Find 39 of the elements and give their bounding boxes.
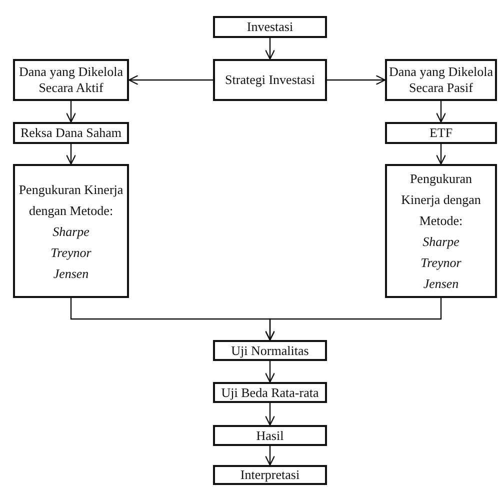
process-box [385,122,497,144]
box-text: Uji Normalitas [231,342,309,358]
process-box [213,465,327,485]
process-box [213,382,327,403]
box-text: Dana yang Dikelola Secara Aktif [18,64,124,96]
box-text: Reksa Dana Saham [20,125,122,141]
box-text: Investasi [246,19,294,35]
arrow [327,74,386,86]
arrow [264,403,276,426]
process-box [213,340,327,361]
process-box [13,164,129,298]
box-text: Interpretasi [240,467,300,483]
box-text: Treynor [420,254,462,272]
box-text: Strategi Investasi [225,72,315,88]
process-box [213,59,327,101]
arrow [436,144,446,165]
box-text: Hasil [256,428,284,444]
box-text: Pengukuran Kinerja dengan Metode: [18,180,124,220]
box-text: Sharpe [422,233,460,251]
arrow [264,446,276,466]
arrow [66,144,76,165]
box-text: Pengukuran Kinerja dengan Metode: [400,170,482,230]
box-text: Treynor [50,244,92,262]
arrow [264,298,442,341]
box-text: ETF [429,125,453,141]
box-text: Dana yang Dikelola Secara Pasif [389,64,493,96]
arrow [128,74,213,86]
process-box [13,122,129,144]
box-text: Uji Beda Rata-rata [221,384,319,400]
box-text: Jensen [53,264,89,282]
arrow [264,38,276,60]
process-box [385,164,497,298]
arrow [264,361,276,383]
box-text: Sharpe [52,222,90,241]
arrow [436,101,446,123]
arrow [66,101,76,123]
process-box [213,425,327,446]
process-box [213,16,327,38]
box-text: Jensen [423,275,459,293]
